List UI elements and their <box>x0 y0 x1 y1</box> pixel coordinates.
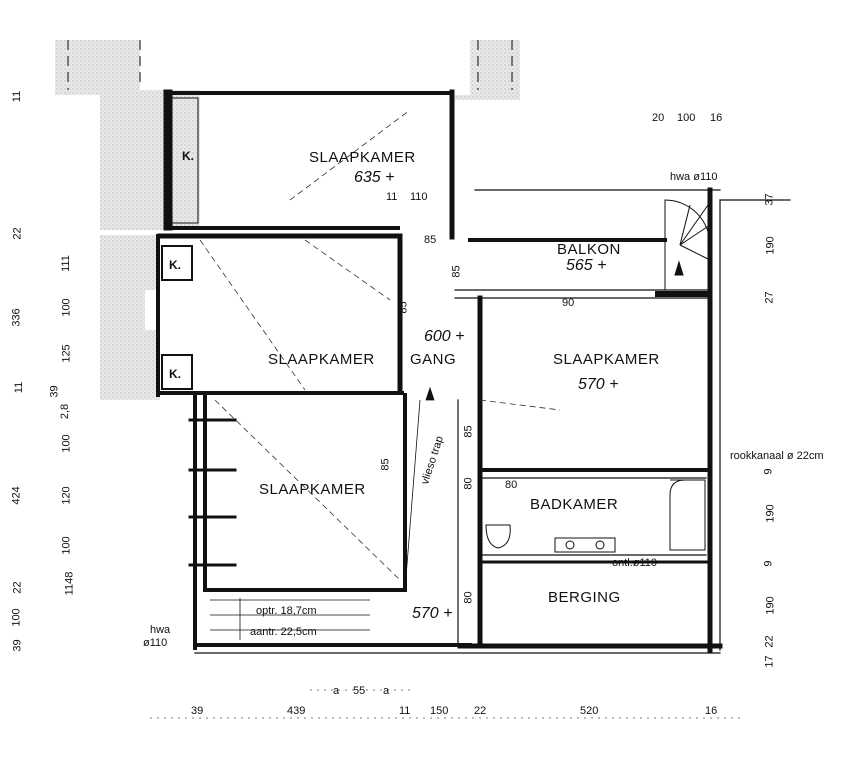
dim-left: 111 <box>59 255 72 272</box>
level-top-bedroom: 635 + <box>354 169 395 186</box>
dim-right: 9 <box>762 560 775 567</box>
room-name-storage: BERGING <box>548 589 621 606</box>
level-balcony: 565 + <box>566 257 607 274</box>
annotation-hwa-right: hwa ø110 <box>670 171 718 183</box>
stair <box>210 386 435 640</box>
dim-bottom: 439 <box>287 705 306 717</box>
dim-right: 17 <box>763 655 776 668</box>
dim-left: 11 <box>11 90 24 103</box>
closet-label-top: K. <box>182 149 194 163</box>
level-hallway: 600 + <box>424 328 465 345</box>
dim-right: 190 <box>764 596 777 615</box>
level-right-bedroom: 570 + <box>578 376 619 393</box>
dim-80-a: 80 <box>462 477 475 490</box>
bathroom-fixtures <box>485 479 706 553</box>
dim-bottom: 39 <box>191 705 204 717</box>
room-name-hallway: GANG <box>410 351 457 368</box>
annotation-rise: optr. 18,7cm <box>256 605 317 617</box>
annotation-chimney: rookkanaal ø 22cm <box>730 450 824 462</box>
annotation-hwa-left-diameter: ø110 <box>143 637 168 649</box>
dim-bottom: 150 <box>430 705 449 717</box>
closets <box>161 97 199 390</box>
dim-80-b: 80 <box>505 479 518 491</box>
dim-top: 16 <box>710 112 723 124</box>
dim-110: 110 <box>410 191 428 203</box>
dim-bottom: 22 <box>474 705 487 717</box>
dim-left: 120 <box>60 486 73 505</box>
dim-right: 190 <box>764 504 777 523</box>
dim-85-d: 85 <box>462 425 475 438</box>
dim-top: 20 <box>652 112 665 124</box>
dim-left: 100 <box>60 298 73 317</box>
dim-top: 100 <box>677 112 696 124</box>
dim-right: 37 <box>763 193 776 206</box>
dim-bottom-a: a <box>383 685 390 697</box>
walls <box>156 89 791 654</box>
dim-left: 424 <box>10 486 23 505</box>
dim-left: 100 <box>10 608 23 627</box>
dim-bottom-a: a <box>333 685 340 697</box>
dim-left: 100 <box>60 536 73 555</box>
annotation-hwa-left: hwa <box>150 624 171 636</box>
dim-85-b: 85 <box>450 265 463 278</box>
dimension-lines <box>150 689 740 719</box>
dim-bottom: 16 <box>705 705 718 717</box>
annotation-drain: ontl.ø110 <box>612 557 658 569</box>
dim-left: 22 <box>11 581 24 594</box>
dim-left: 1148 <box>63 571 76 596</box>
dim-left: 22 <box>11 227 24 240</box>
dim-left: 39 <box>11 639 24 652</box>
dim-right: 22 <box>763 635 776 648</box>
dim-85-a: 85 <box>424 234 437 246</box>
dim-left: 125 <box>60 344 73 363</box>
spiral-stair <box>664 199 711 291</box>
dim-right: 190 <box>764 236 777 255</box>
closet-label-mid: K. <box>169 258 181 272</box>
dim-left: 336 <box>10 308 23 327</box>
room-name-top-bedroom: SLAAPKAMER <box>309 149 416 166</box>
dim-90: 90 <box>562 297 575 309</box>
dim-bottom: 520 <box>580 705 599 717</box>
dim-right: 9 <box>762 468 775 475</box>
dim-left: 11 <box>13 381 26 394</box>
room-name-balcony: BALKON <box>557 241 621 258</box>
door-swings <box>199 109 561 581</box>
dim-11: 11 <box>386 191 398 203</box>
dim-bottom: 11 <box>399 705 411 717</box>
dim-85-e: 85 <box>379 458 392 471</box>
dim-85-c: 85 <box>397 301 410 314</box>
room-name-low-bedroom: SLAAPKAMER <box>259 481 366 498</box>
room-name-right-bedroom: SLAAPKAMER <box>553 351 660 368</box>
room-name-bathroom: BADKAMER <box>530 496 619 513</box>
annotation-tread: aantr. 22,5cm <box>250 626 317 638</box>
closet-label-low: K. <box>169 367 181 381</box>
dim-left: 39 <box>48 385 61 398</box>
dim-left: 100 <box>60 434 73 453</box>
dim-80-c: 80 <box>462 591 475 604</box>
room-name-mid-bedroom: SLAAPKAMER <box>268 351 375 368</box>
dim-bottom-a: 55 <box>353 685 366 697</box>
level-stair-landing: 570 + <box>412 605 453 622</box>
dim-left: 2,8 <box>59 403 72 420</box>
dim-right: 27 <box>763 291 776 304</box>
